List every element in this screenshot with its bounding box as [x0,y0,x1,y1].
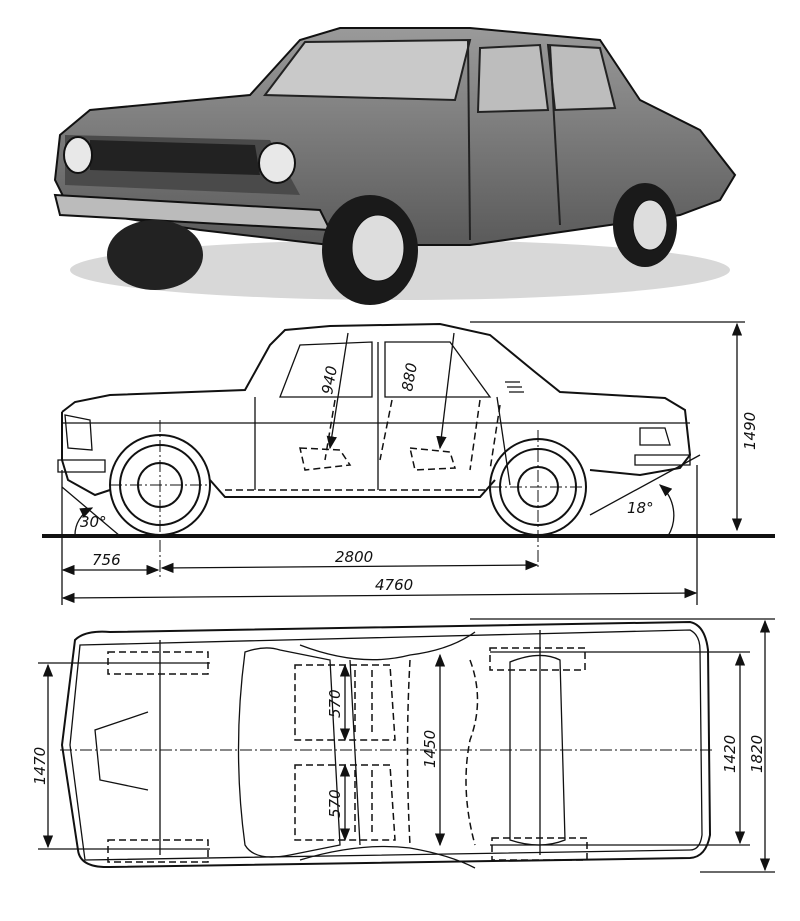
car-photo [53,27,737,305]
seat-width-label-1: 570 [326,689,344,718]
rear-headroom-label: 880 [398,361,421,392]
rear-track-label: 1420 [721,735,739,773]
top-view: 1470 1420 1820 1450 570 570 [31,618,775,873]
front-headroom-label: 940 [318,364,341,395]
front-overhang-label: 756 [92,551,121,569]
overall-length-label: 4760 [375,576,413,594]
wheelbase-label: 2800 [335,548,373,566]
height-label: 1490 [741,412,759,450]
side-view: 756 2800 4760 1490 940 880 30° 18° [42,321,775,605]
interior-width-label: 1450 [421,730,439,768]
approach-angle-label: 30° [80,513,107,531]
seat-width-label-2: 570 [326,789,344,818]
front-wheel-photo [107,183,677,305]
departure-angle-label: 18° [627,499,654,517]
overall-width-label: 1820 [748,735,766,773]
front-track-label: 1470 [31,747,49,785]
